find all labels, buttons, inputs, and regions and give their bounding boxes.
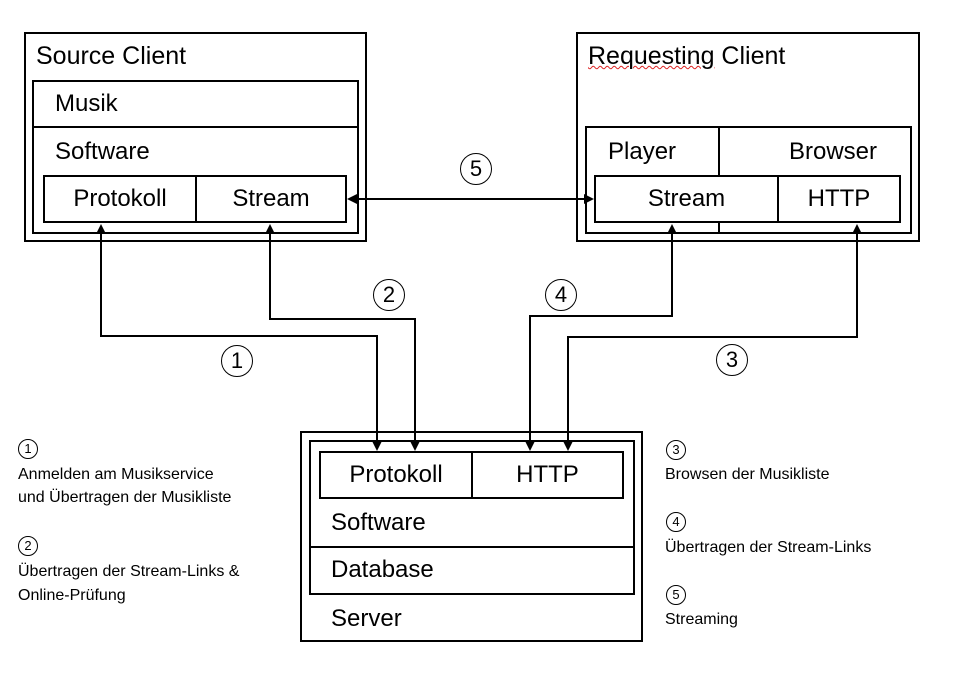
legend-1-number: 1 [18, 439, 38, 459]
marker-5: 5 [460, 153, 492, 185]
server-inner-box [309, 440, 635, 595]
requesting-client-title-rest: Client [714, 42, 786, 70]
legend-5-line-1: Streaming [665, 611, 738, 628]
requesting-client-player: Player [608, 138, 677, 165]
source-client-musik: Musik [55, 90, 118, 117]
connector-1 [96, 224, 382, 451]
marker-3: 3 [716, 344, 748, 376]
requesting-client-http-label: HTTP [807, 185, 871, 212]
source-client-divider [32, 126, 359, 128]
marker-4: 4 [545, 279, 577, 311]
source-client-software: Software [55, 138, 150, 165]
source-client-protokoll-cell: Protokoll [43, 175, 197, 223]
source-client-stream-cell: Stream [195, 175, 347, 223]
server-protokoll-cell: Protokoll [319, 451, 473, 499]
legend-2-line-2: Online-Prüfung [18, 587, 126, 604]
legend-1-line-2: und Übertragen der Musikliste [18, 489, 232, 506]
legend-4-line-1: Übertragen der Stream-Links [665, 539, 872, 556]
source-client-protokoll-label: Protokoll [73, 185, 167, 212]
legend-2-line-1: Übertragen der Stream-Links & [18, 563, 240, 580]
legend-1-line-1: Anmelden am Musikservice [18, 466, 214, 483]
source-client-title: Source Client [36, 42, 187, 70]
server-software: Software [331, 509, 426, 536]
server-database: Database [331, 556, 434, 583]
server-title: Server [331, 605, 402, 632]
requesting-client-stream-label: Stream [647, 185, 726, 212]
legend-3-number: 3 [666, 440, 686, 460]
marker-1: 1 [221, 345, 253, 377]
legend-5-number: 5 [666, 585, 686, 605]
marker-2: 2 [373, 279, 405, 311]
requesting-client-title-word: Requesting [588, 42, 715, 70]
legend-4-number: 4 [666, 512, 686, 532]
server-box [300, 431, 643, 642]
requesting-client-browser: Browser [789, 138, 878, 165]
connector-4 [525, 224, 677, 451]
legend-3-line-1: Browsen der Musikliste [665, 466, 830, 483]
server-protokoll-label: Protokoll [349, 461, 443, 488]
server-divider-software-database [309, 546, 635, 548]
connector-3 [563, 224, 862, 451]
legend-2-number: 2 [18, 536, 38, 556]
requesting-client-stream-cell: Stream [594, 175, 779, 223]
requesting-client-http-cell: HTTP [777, 175, 901, 223]
connector-2 [265, 224, 420, 451]
server-http-label: HTTP [516, 461, 579, 488]
server-http-cell: HTTP [471, 451, 624, 499]
requesting-client-title: Requesting Client [588, 42, 785, 70]
source-client-stream-label: Stream [232, 185, 310, 212]
